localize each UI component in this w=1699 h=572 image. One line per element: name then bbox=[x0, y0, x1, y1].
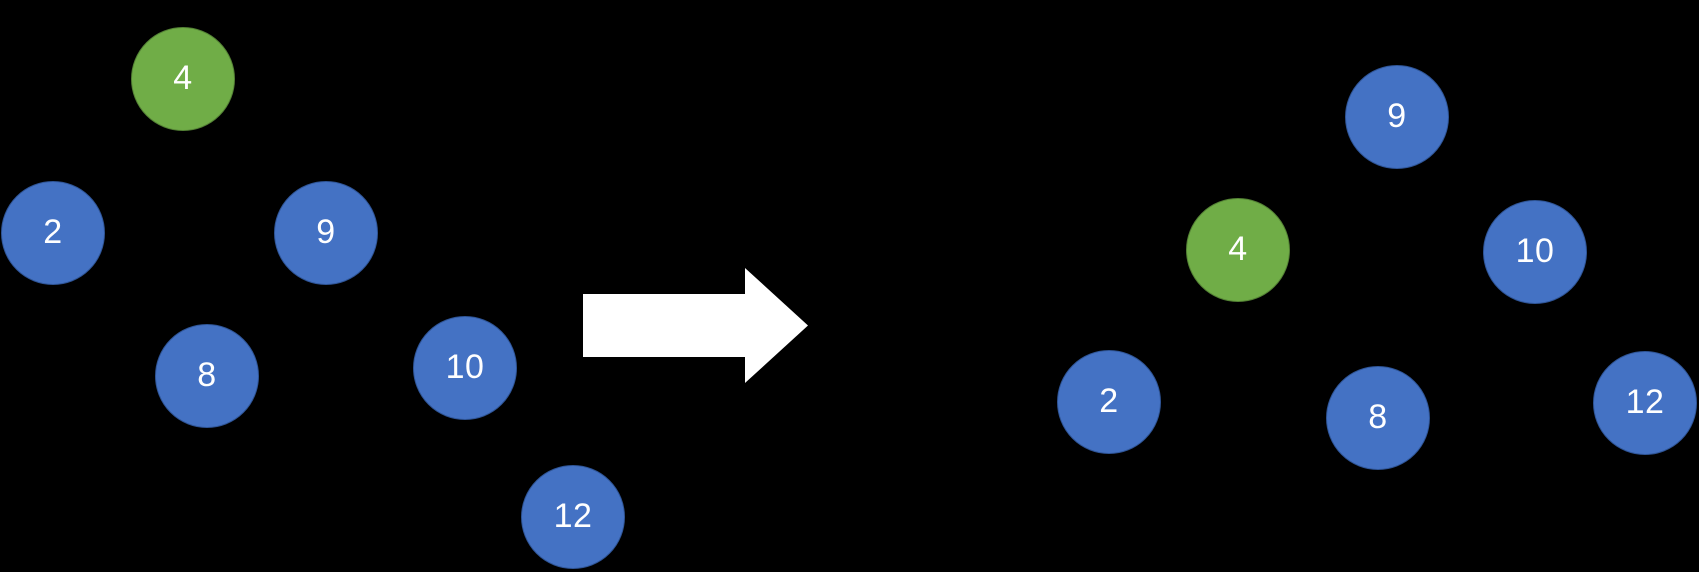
node-10[interactable]: 10 bbox=[413, 316, 517, 420]
node-2[interactable]: 2 bbox=[1, 181, 105, 285]
node-4[interactable]: 4 bbox=[1186, 198, 1290, 302]
node-label: 9 bbox=[316, 213, 336, 251]
arrow-shape bbox=[583, 268, 808, 383]
node-label: 10 bbox=[1515, 232, 1555, 270]
node-label: 2 bbox=[1099, 382, 1119, 420]
node-4[interactable]: 4 bbox=[131, 27, 235, 131]
node-label: 10 bbox=[445, 348, 485, 386]
node-label: 8 bbox=[197, 356, 217, 394]
node-label: 12 bbox=[1625, 383, 1665, 421]
node-9[interactable]: 9 bbox=[1345, 65, 1449, 169]
node-label: 8 bbox=[1368, 398, 1388, 436]
node-8[interactable]: 8 bbox=[155, 324, 259, 428]
node-12[interactable]: 12 bbox=[1593, 351, 1697, 455]
node-8[interactable]: 8 bbox=[1326, 366, 1430, 470]
node-label: 2 bbox=[43, 213, 63, 251]
node-label: 12 bbox=[553, 497, 593, 535]
node-label: 4 bbox=[1228, 230, 1248, 268]
right-arrow-icon bbox=[583, 268, 808, 383]
node-2[interactable]: 2 bbox=[1057, 350, 1161, 454]
node-label: 9 bbox=[1387, 97, 1407, 135]
node-12[interactable]: 12 bbox=[521, 465, 625, 569]
node-label: 4 bbox=[173, 59, 193, 97]
node-9[interactable]: 9 bbox=[274, 181, 378, 285]
node-10[interactable]: 10 bbox=[1483, 200, 1587, 304]
